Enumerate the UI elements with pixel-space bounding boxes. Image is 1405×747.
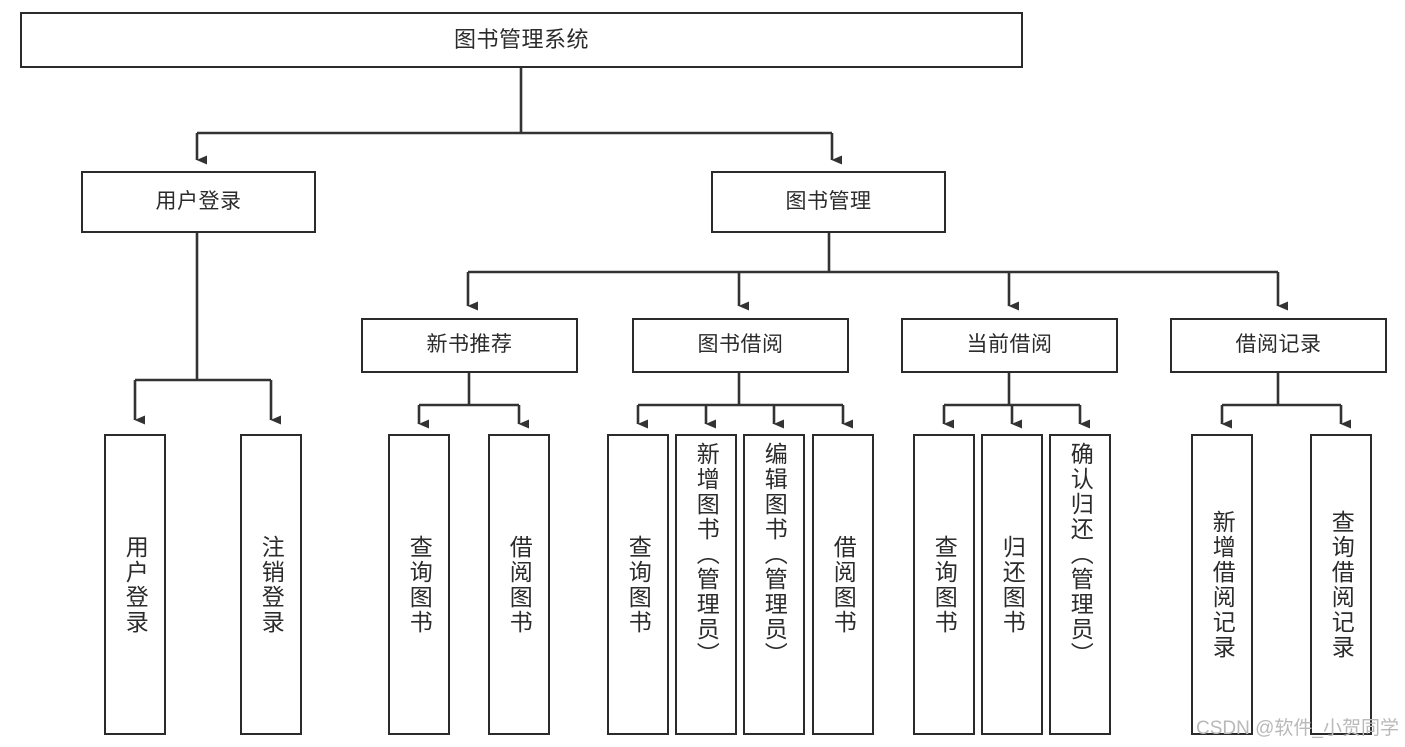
node-label: 图书借阅: [697, 333, 784, 357]
node-label: 查询图书: [625, 534, 652, 635]
leaf-new-book-query-book[interactable]: 查询图书: [388, 434, 450, 735]
node-label: 新增图书（管理员）: [693, 442, 720, 667]
node-label: 用户登录: [155, 189, 242, 213]
node-label: 用户登录: [122, 534, 149, 635]
node-label: 注销登录: [258, 534, 285, 635]
leaf-current-borrow-return-book[interactable]: 归还图书: [981, 434, 1043, 735]
node-label: 查询图书: [406, 534, 433, 635]
leaf-user-login-logout[interactable]: 注销登录: [240, 434, 302, 735]
node-label: 归还图书: [999, 534, 1026, 635]
leaf-user-login-login[interactable]: 用户登录: [104, 434, 166, 735]
leaf-book-borrow-edit-book-admin[interactable]: 编辑图书（管理员）: [743, 434, 805, 735]
node-book-borrowing[interactable]: 图书借阅: [632, 318, 849, 373]
node-label: 查询借阅记录: [1328, 509, 1355, 660]
node-new-book-recommendation[interactable]: 新书推荐: [361, 318, 578, 373]
leaf-current-borrow-query-book[interactable]: 查询图书: [913, 434, 975, 735]
leaf-book-borrow-query-book[interactable]: 查询图书: [607, 434, 669, 735]
node-label: 确认归还（管理员）: [1067, 442, 1094, 667]
node-root-book-management-system[interactable]: 图书管理系统: [20, 12, 1023, 68]
node-label: 图书管理: [785, 189, 872, 213]
node-label: 查询图书: [931, 534, 958, 635]
node-borrowing-record[interactable]: 借阅记录: [1170, 318, 1387, 373]
node-label: 图书管理系统: [453, 27, 589, 53]
node-label: 当前借阅: [966, 333, 1053, 357]
node-label: 新书推荐: [426, 333, 513, 357]
leaf-borrow-record-query-record[interactable]: 查询借阅记录: [1310, 434, 1372, 735]
node-label: 借阅图书: [506, 534, 533, 635]
node-label: 借阅图书: [830, 534, 857, 635]
leaf-new-book-borrow-book[interactable]: 借阅图书: [488, 434, 550, 735]
leaf-current-borrow-confirm-return-admin[interactable]: 确认归还（管理员）: [1049, 434, 1111, 735]
leaf-borrow-record-add-record[interactable]: 新增借阅记录: [1191, 434, 1253, 735]
node-user-login[interactable]: 用户登录: [81, 171, 316, 233]
node-book-management[interactable]: 图书管理: [711, 171, 946, 233]
leaf-book-borrow-borrow-book[interactable]: 借阅图书: [812, 434, 874, 735]
node-label: 借阅记录: [1235, 333, 1322, 357]
leaf-book-borrow-add-book-admin[interactable]: 新增图书（管理员）: [675, 434, 737, 735]
node-label: 新增借阅记录: [1209, 509, 1236, 660]
node-label: 编辑图书（管理员）: [761, 442, 788, 667]
node-current-borrowing[interactable]: 当前借阅: [901, 318, 1118, 373]
